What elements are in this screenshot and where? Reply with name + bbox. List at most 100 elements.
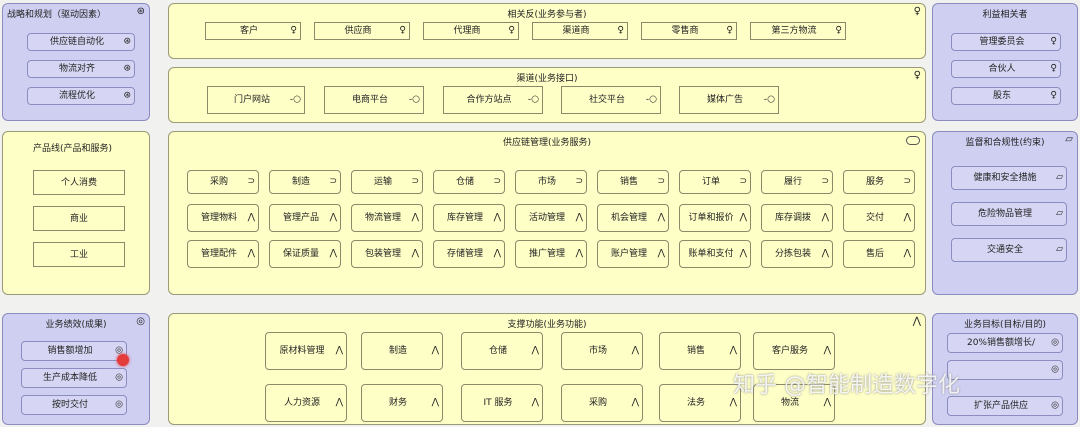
stakeholder-item[interactable]: 合伙人♀ [951,60,1061,78]
actor-box[interactable]: 代理商♀ [423,22,519,40]
channels-title: 渠道(业务接口) [516,74,578,84]
goal-icon: ◎ [115,399,123,410]
function-box[interactable]: 管理配件⋀ [187,240,259,268]
function-box[interactable]: 库存管理⋀ [433,204,505,232]
driver-icon: ⊛ [136,6,145,17]
function-icon: ⋀ [335,345,343,356]
function-box[interactable]: 售后⋀ [843,240,915,268]
compliance-title: 监督和合规性(约束) [965,138,1045,148]
function-box[interactable]: 订单和报价⋀ [679,204,751,232]
product-box[interactable]: 商业 [33,206,125,231]
process-box[interactable]: 采购⊃ [187,170,259,194]
stakeholder-panel: 利益相关者 管理委员会♀ 合伙人♀ 股东♀ [932,3,1078,121]
function-icon: ⋀ [335,397,343,408]
function-box[interactable]: 包装管理⋀ [351,240,423,268]
actor-icon: ♀ [1050,36,1057,47]
strategy-title: 战略和规划（驱动因素） [7,10,107,20]
strategy-item[interactable]: 物流对齐⊛ [27,60,135,78]
support-box[interactable]: 人力资源⋀ [265,384,347,422]
goals-panel: 业务目标(目标/目的) 20%销售额增长/◎ ◎ 扩张产品供应◎ [932,313,1078,425]
support-box[interactable]: 原材料管理⋀ [265,332,347,370]
products-title: 产品线(产品和服务) [33,144,113,154]
process-box[interactable]: 履行⊃ [761,170,833,194]
support-box[interactable]: 财务⋀ [361,384,443,422]
support-box[interactable]: 制造⋀ [361,332,443,370]
driver-icon: ⊛ [123,90,131,101]
function-icon: ⋀ [823,397,831,408]
support-box[interactable]: 客户服务⋀ [753,332,835,370]
actor-box[interactable]: 零售商♀ [641,22,737,40]
channel-box[interactable]: 社交平台-○ [561,86,661,114]
actor-box[interactable]: 第三方物流♀ [750,22,846,40]
function-icon: ⋀ [329,212,337,223]
function-icon: ⋀ [739,212,747,223]
actor-icon: ♀ [399,25,406,36]
function-box[interactable]: 机会管理⋀ [597,204,669,232]
process-box[interactable]: 市场⊃ [515,170,587,194]
actor-icon: ♀ [726,25,733,36]
process-box[interactable]: 销售⊃ [597,170,669,194]
outcome-item[interactable]: 生产成本降低◎ [21,368,127,388]
function-icon: ⋀ [631,345,639,356]
actor-icon: ♀ [290,25,297,36]
outcome-item[interactable]: 销售额增加◎ [21,341,127,361]
function-icon: ⋀ [729,345,737,356]
function-box[interactable]: 保证质量⋀ [269,240,341,268]
goal-item[interactable]: 20%销售额增长/◎ [947,333,1063,353]
watermark: 知乎 @智能制造数字化 [733,373,960,398]
strategy-item[interactable]: 供应链自动化⊛ [27,33,135,51]
constraint-item[interactable]: 危险物品管理▱ [951,202,1067,226]
outcome-item[interactable]: 按时交付◎ [21,395,127,415]
goal-item[interactable]: ◎ [947,360,1063,380]
constraint-item[interactable]: 交通安全▱ [951,238,1067,262]
function-icon: ⋀ [247,248,255,259]
channel-box[interactable]: 媒体广告-○ [679,86,779,114]
channel-box[interactable]: 门户网站-○ [207,86,305,114]
stakeholder-item[interactable]: 管理委员会♀ [951,33,1061,51]
actor-icon: ♀ [913,70,921,81]
goal-icon: ◎ [1051,400,1059,411]
support-box[interactable]: 物流⋀ [753,384,835,422]
function-box[interactable]: 物流管理⋀ [351,204,423,232]
support-box[interactable]: 仓储⋀ [461,332,543,370]
function-icon: ⋀ [493,248,501,259]
product-box[interactable]: 个人消费 [33,170,125,195]
process-box[interactable]: 运输⊃ [351,170,423,194]
process-box[interactable]: 订单⊃ [679,170,751,194]
actor-box[interactable]: 客户♀ [205,22,301,40]
function-box[interactable]: 账单和支付⋀ [679,240,751,268]
function-box[interactable]: 账户管理⋀ [597,240,669,268]
actor-box[interactable]: 供应商♀ [314,22,410,40]
support-box[interactable]: 市场⋀ [561,332,643,370]
function-box[interactable]: 库存调拨⋀ [761,204,833,232]
function-box[interactable]: 分拣包装⋀ [761,240,833,268]
support-box[interactable]: 销售⋀ [659,332,741,370]
goal-item[interactable]: 扩张产品供应◎ [947,396,1063,416]
function-box[interactable]: 活动管理⋀ [515,204,587,232]
function-box[interactable]: 存储管理⋀ [433,240,505,268]
function-icon: ⋀ [821,248,829,259]
constraint-item[interactable]: 健康和安全措施▱ [951,166,1067,190]
stakeholder-item[interactable]: 股东♀ [951,87,1061,105]
support-box[interactable]: IT 服务⋀ [461,384,543,422]
support-box[interactable]: 采购⋀ [561,384,643,422]
function-box[interactable]: 管理产品⋀ [269,204,341,232]
actor-box[interactable]: 渠道商♀ [532,22,628,40]
channel-box[interactable]: 电商平台-○ [324,86,424,114]
function-box[interactable]: 交付⋀ [843,204,915,232]
function-icon: ⋀ [912,316,921,327]
constraint-icon: ▱ [1056,244,1063,255]
scm-panel: 供应链管理(业务服务) 采购⊃ 制造⊃ 运输⊃ 仓储⊃ 市场⊃ 销售⊃ 订单⊃ … [168,131,926,295]
process-box[interactable]: 制造⊃ [269,170,341,194]
support-panel: 支撑功能(业务功能) ⋀ 原材料管理⋀ 制造⋀ 仓储⋀ 市场⋀ 销售⋀ 客户服务… [168,313,926,425]
channel-box[interactable]: 合作方站点-○ [443,86,543,114]
process-icon: ⊃ [657,176,665,187]
product-box[interactable]: 工业 [33,242,125,267]
function-box[interactable]: 推广管理⋀ [515,240,587,268]
function-box[interactable]: 管理物料⋀ [187,204,259,232]
process-box[interactable]: 服务⊃ [843,170,915,194]
function-icon: ⋀ [247,212,255,223]
support-box[interactable]: 法务⋀ [659,384,741,422]
strategy-item[interactable]: 流程优化⊛ [27,87,135,105]
process-box[interactable]: 仓储⊃ [433,170,505,194]
